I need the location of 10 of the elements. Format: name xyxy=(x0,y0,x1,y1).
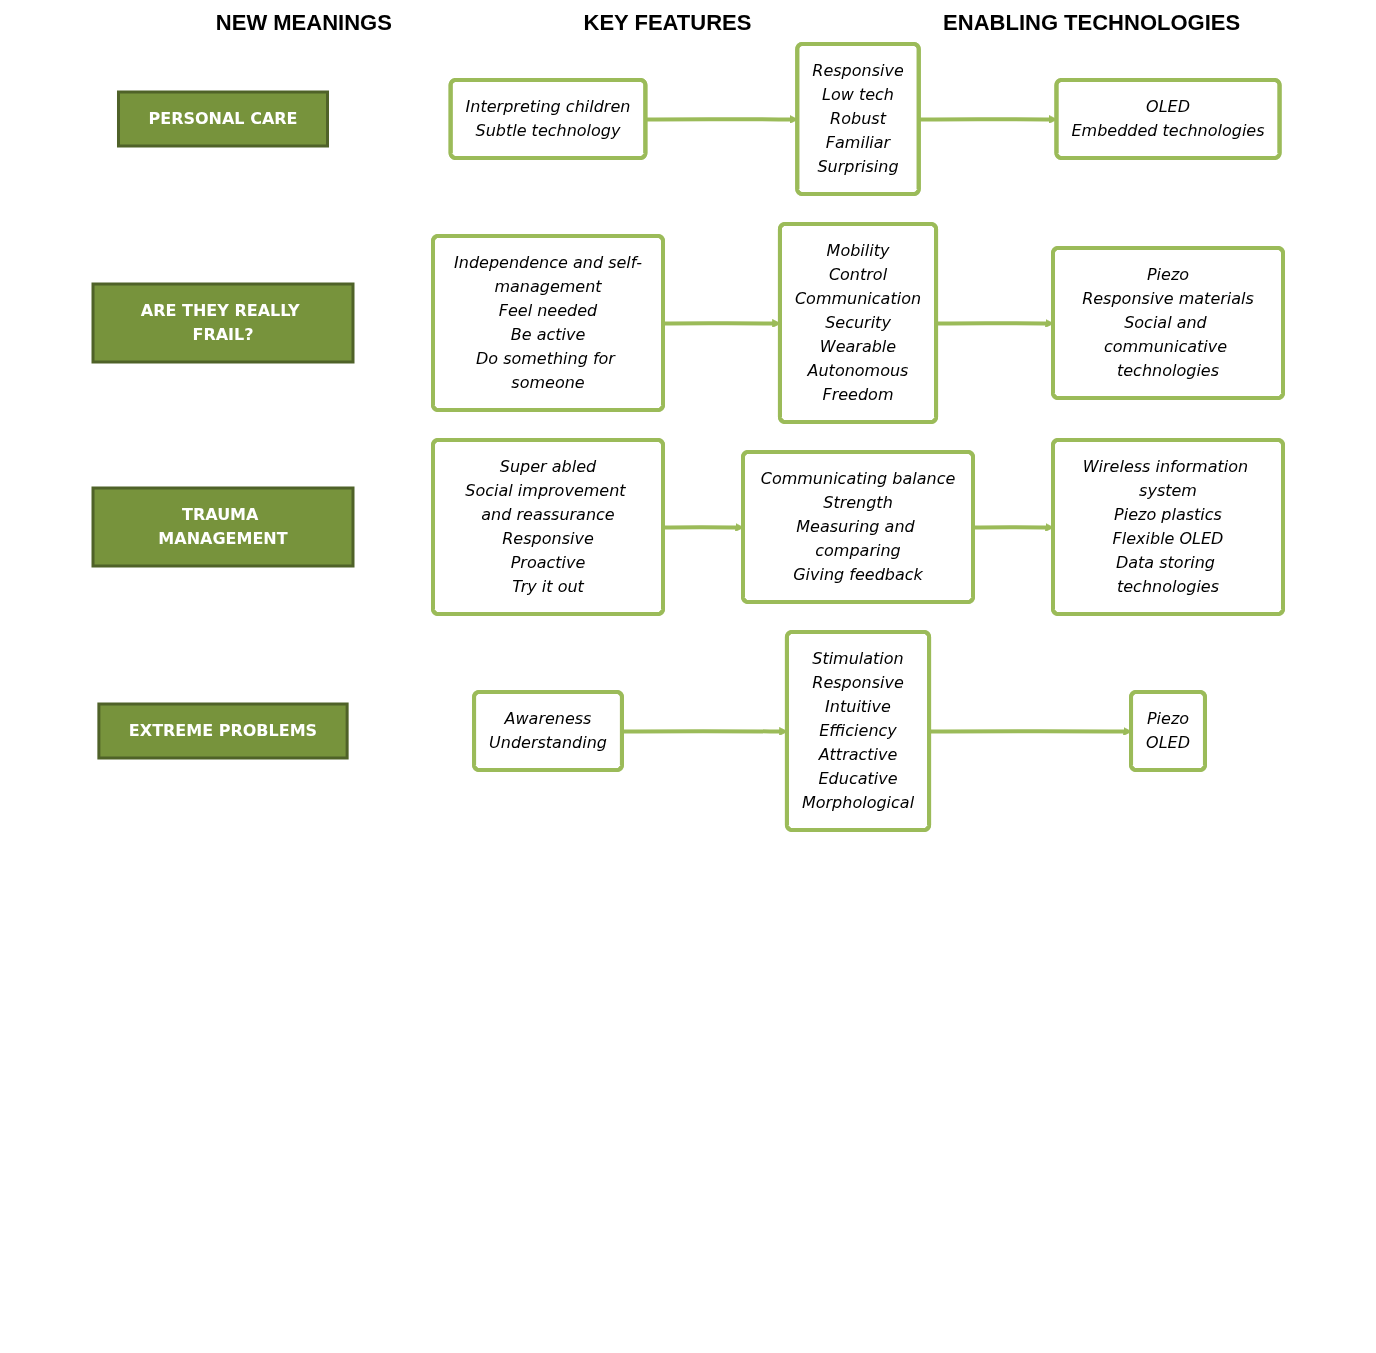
node-text: Wireless information system Piezo plastics Flexible OLED Data storing technologies xyxy=(1082,457,1249,596)
column-heading: KEY FEATURES xyxy=(583,10,752,36)
node-box: ARE THEY REALLY FRAIL? xyxy=(91,282,355,364)
node-box: PERSONAL CARE xyxy=(117,90,329,148)
node-box: EXTREME PROBLEMS xyxy=(97,702,349,760)
column-heading: ENABLING TECHNOLOGIES xyxy=(943,10,1241,36)
node-text: Independence and self-management Feel needed Be active Do something for someone xyxy=(454,253,642,392)
column-heading: NEW MEANINGS xyxy=(215,10,392,36)
node-box: TRAUMA MANAGEMENT xyxy=(91,486,355,568)
node-text: Super abled Social improvement and reassurance Responsive Proactive Try it out xyxy=(465,457,626,596)
